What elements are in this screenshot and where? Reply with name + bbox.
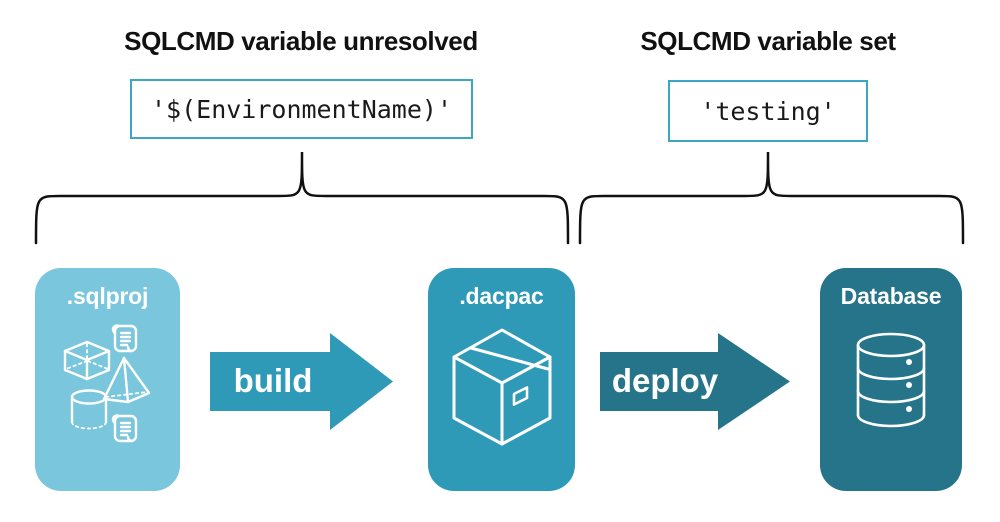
deploy-arrow	[600, 333, 790, 430]
deploy-arrow-shape	[600, 333, 790, 430]
unresolved-variable-code: '$(EnvironmentName)'	[150, 94, 453, 124]
set-variable-value-box: 'testing'	[668, 80, 868, 142]
scroll-icon	[111, 414, 138, 443]
sqlproj-card: .sqlproj	[35, 268, 180, 491]
deploy-arrow-label: deploy	[611, 362, 719, 399]
unresolved-variable-title: SQLCMD variable unresolved	[124, 26, 478, 56]
sqlproj-card-label: .sqlproj	[66, 283, 149, 309]
set-variable-code: 'testing'	[700, 96, 836, 126]
database-card-label: Database	[840, 283, 942, 309]
scroll-icon	[111, 324, 138, 353]
database-icon	[856, 332, 926, 428]
cube-icon	[63, 340, 111, 381]
pyramid-icon	[102, 356, 151, 404]
cylinder-icon	[70, 389, 108, 430]
build-arrow	[210, 333, 393, 430]
database-card: Database	[820, 268, 962, 491]
sql-objects-icon	[63, 324, 151, 443]
build-arrow-shape	[210, 333, 393, 430]
right-brace	[578, 151, 965, 245]
build-arrow-label: build	[233, 362, 313, 399]
set-variable-title: SQLCMD variable set	[640, 26, 896, 56]
unresolved-variable-value-box: '$(EnvironmentName)'	[130, 79, 473, 139]
dacpac-card-label: .dacpac	[459, 283, 544, 309]
dacpac-card: .dacpac	[428, 268, 575, 491]
package-icon	[452, 328, 552, 446]
left-brace	[34, 151, 570, 245]
